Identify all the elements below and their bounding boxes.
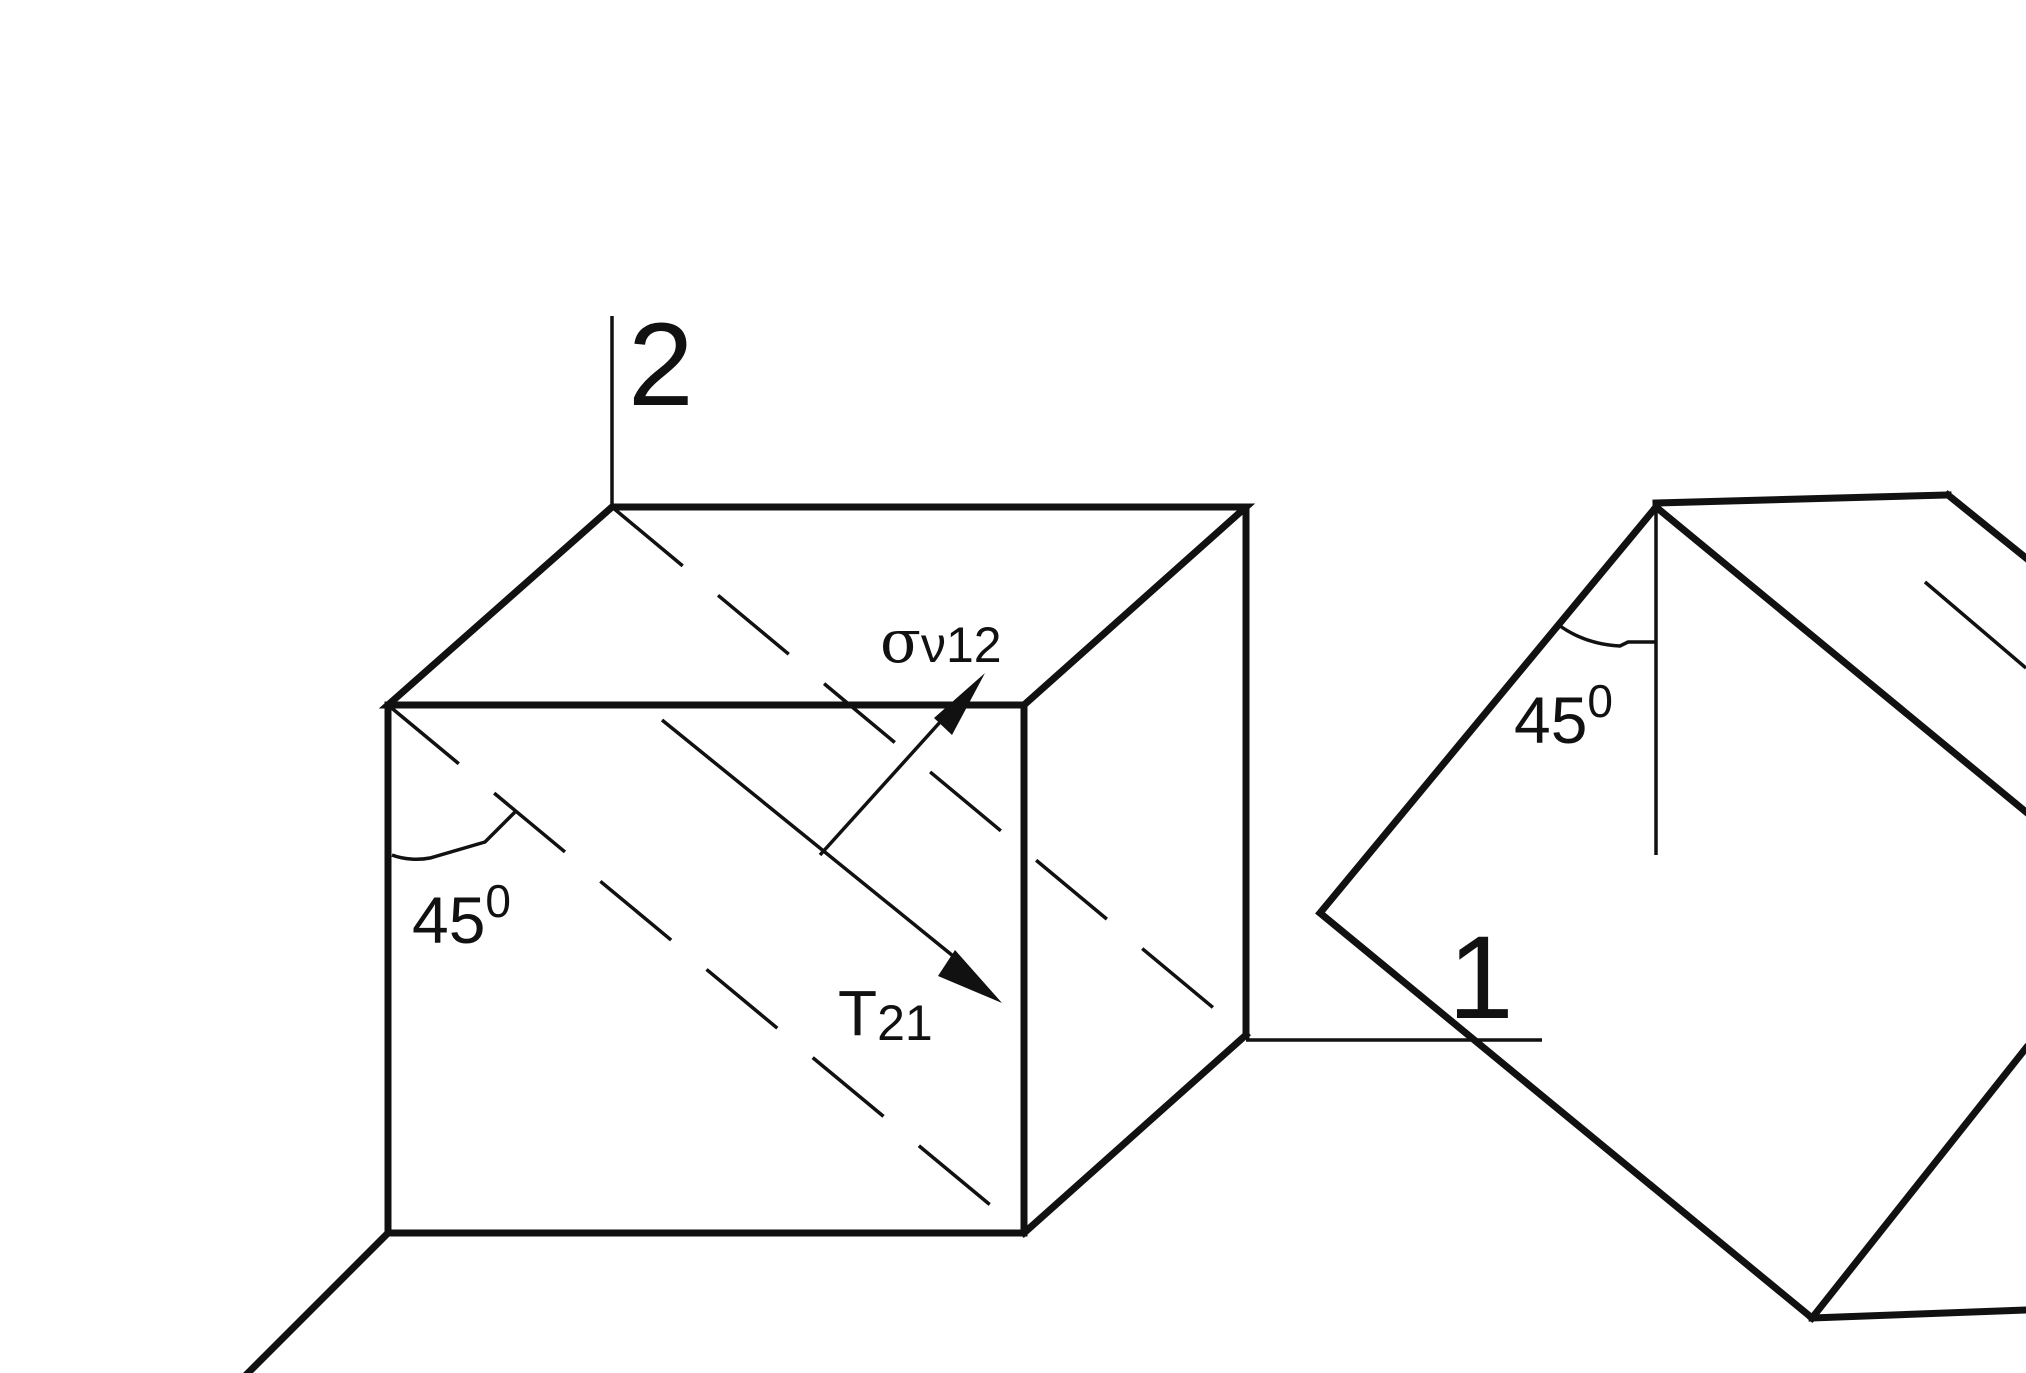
axis-1-label: 1 xyxy=(1448,912,1514,1044)
cube-right-bottom-edge xyxy=(1019,1030,1251,1238)
rotated-element-dashed-line xyxy=(1923,580,2026,670)
cube-lower-left-edge xyxy=(243,1228,393,1373)
cube-top-face xyxy=(378,503,1256,709)
shear-stress-arrowhead xyxy=(938,950,1002,1003)
normal-stress-label: σν12 xyxy=(880,607,1002,677)
normal-stress-arrowhead xyxy=(934,673,985,735)
rotated-element-diagonal xyxy=(1651,502,2026,817)
angle-label-right: 450 xyxy=(1514,675,1613,757)
normal-stress-arrow-shaft xyxy=(818,698,962,857)
rotated-element-top-right-edge xyxy=(1943,490,2026,563)
rotated-element: 450 xyxy=(1315,490,2026,1323)
angle-arc-right xyxy=(1558,624,1656,648)
shear-stress-label: T21 xyxy=(838,977,933,1051)
rotated-element-top-edge xyxy=(1652,491,1952,507)
rotated-element-left-outline xyxy=(1315,502,1817,1323)
rotated-element-bottom-edge xyxy=(1808,1306,2026,1322)
shear-direction-line xyxy=(660,718,960,962)
cube-element: 2 1 450 σν12 T21 xyxy=(243,299,1542,1373)
dashed-plane-line-upper xyxy=(610,505,1248,1037)
axis-2-label: 2 xyxy=(628,299,694,431)
rotated-element-lower-right-edge xyxy=(1807,1043,2026,1323)
angle-arc-left xyxy=(391,810,517,861)
dashed-plane-line-lower xyxy=(386,703,1026,1235)
angle-label-left: 450 xyxy=(412,875,511,957)
